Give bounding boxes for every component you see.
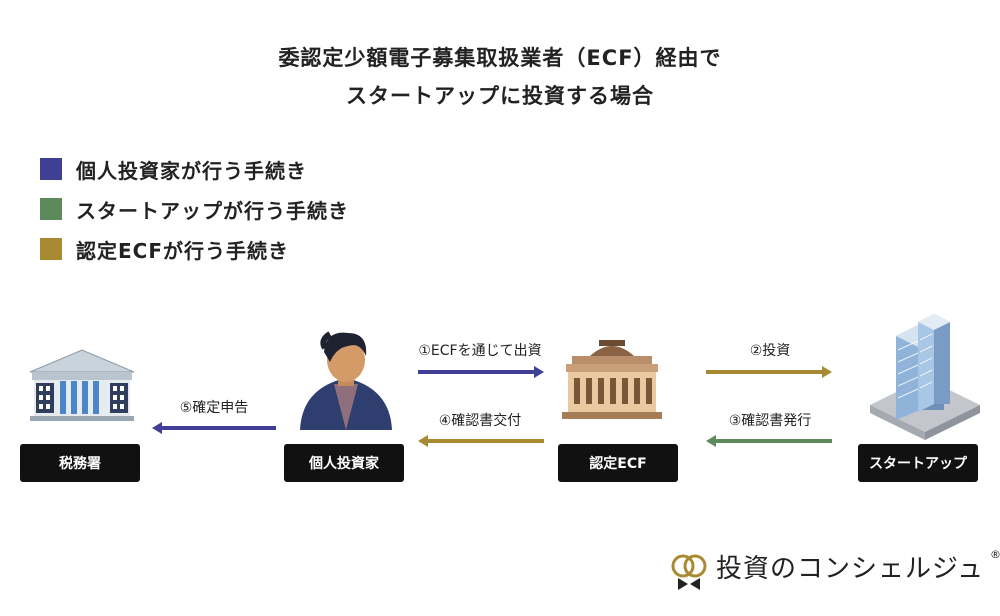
ecf-building-icon xyxy=(562,340,662,419)
arrow-2 xyxy=(706,366,832,378)
arrow-label-3: ③確認書発行 xyxy=(728,413,812,429)
legend-label-startup: スタートアップが行う手続き xyxy=(76,198,349,223)
brand-registered-mark: ® xyxy=(990,548,1000,561)
title-line-1: 委認定少額電子募集取扱業者（ECF）経由で xyxy=(278,46,722,70)
node-ecf: 認定ECF xyxy=(558,444,678,482)
arrow-label-4: ④確認書交付 xyxy=(438,413,522,429)
legend-swatch-startup xyxy=(40,198,62,220)
brand-name: 投資のコンシェルジュ xyxy=(716,554,985,584)
arrow-1 xyxy=(418,366,544,378)
legend-label-ecf: 認定ECFが行う手続き xyxy=(76,238,290,263)
legend-label-investor: 個人投資家が行う手続き xyxy=(76,158,307,183)
legend-item-ecf: 認定ECFが行う手続き xyxy=(40,235,289,263)
arrow-label-1: ①ECFを通じて出資 xyxy=(418,343,542,359)
investor-icon xyxy=(300,331,392,430)
brand-logo-icon xyxy=(671,554,707,590)
legend-item-startup: スタートアップが行う手続き xyxy=(40,195,349,223)
tax-office-icon xyxy=(29,349,135,421)
arrow-3 xyxy=(706,435,832,447)
arrow-label-5: ⑤確定申告 xyxy=(179,400,249,416)
legend-item-investor: 個人投資家が行う手続き xyxy=(40,155,307,183)
title-line-2: スタートアップに投資する場合 xyxy=(346,84,654,108)
startup-building-icon xyxy=(870,314,980,440)
legend-swatch-ecf xyxy=(40,238,62,260)
arrow-label-2: ②投資 xyxy=(749,343,791,359)
legend-swatch-investor xyxy=(40,158,62,180)
node-tax-office: 税務署 xyxy=(20,444,140,482)
node-startup: スタートアップ xyxy=(858,444,978,482)
node-investor: 個人投資家 xyxy=(284,444,404,482)
arrow-4 xyxy=(418,435,544,447)
brand: 投資のコンシェルジュ xyxy=(716,548,984,585)
arrow-5 xyxy=(152,422,276,434)
